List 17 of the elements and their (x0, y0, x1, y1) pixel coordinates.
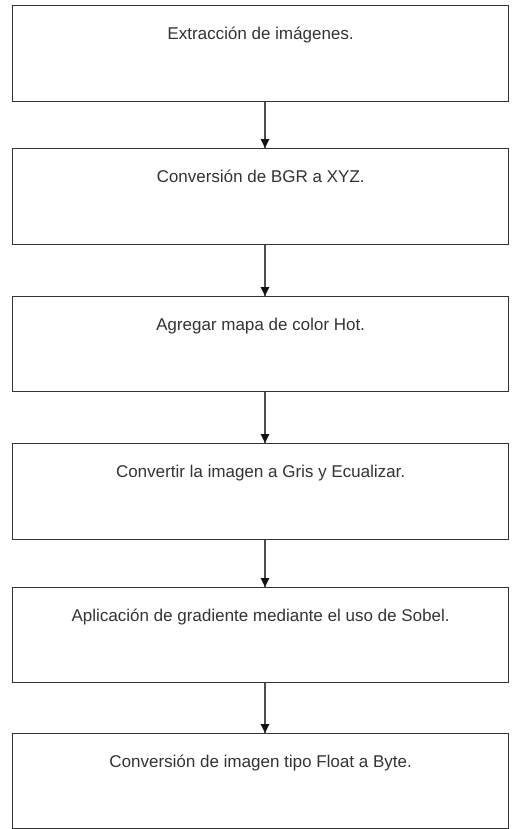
process-box (12, 5, 509, 102)
process-box (12, 587, 509, 683)
step-text: Conversión de imagen tipo Float a Byte. (108, 751, 413, 773)
process-box (12, 443, 509, 540)
process-box (12, 733, 509, 829)
step-text: Convertir la imagen a Gris y Ecualizar. (114, 461, 406, 483)
step-text: Extracción de imágenes. (166, 23, 355, 45)
arrow (260, 540, 270, 587)
arrow (260, 245, 270, 296)
process-box (12, 296, 509, 392)
step-text: Aplicación de gradiente mediante el uso de Sobel. (70, 605, 451, 627)
process-box (12, 148, 509, 245)
step-text: Agregar mapa de color Hot. (155, 314, 366, 336)
arrow (260, 102, 270, 148)
step-text: Conversión de BGR a XYZ. (156, 166, 366, 188)
arrow (260, 683, 270, 733)
arrow (260, 392, 270, 443)
